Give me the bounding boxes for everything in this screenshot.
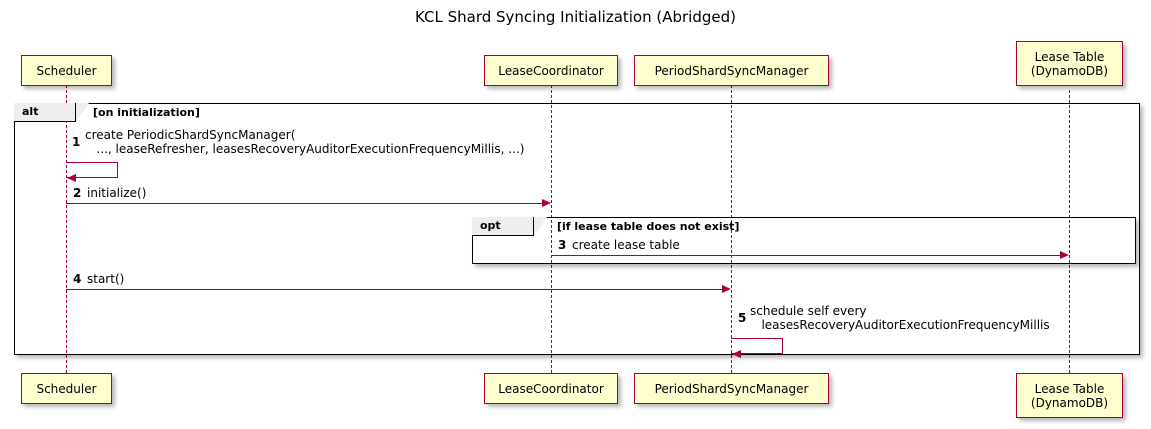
lifeline-period-shard-sync-manager: [731, 85, 732, 373]
message-2-line: [66, 203, 543, 204]
message-5-seq-number: 5: [738, 311, 747, 325]
message-2-text: initialize(): [87, 186, 147, 200]
fragment-opt: [472, 217, 1136, 264]
message-2-arrowhead: [542, 198, 551, 207]
participant-lease-table-top[interactable]: Lease Table (DynamoDB): [1016, 41, 1123, 86]
message-4-arrowhead: [722, 284, 731, 293]
lifeline-scheduler: [66, 85, 67, 373]
participant-label: LeaseCoordinator: [498, 63, 604, 78]
message-4-line: [66, 289, 723, 290]
participant-period-shard-sync-manager-top[interactable]: PeriodShardSyncManager: [634, 55, 829, 86]
message-5-self-loop: [731, 338, 783, 354]
fragment-opt-notch: [534, 217, 547, 236]
participant-scheduler-bottom[interactable]: Scheduler: [21, 373, 112, 404]
message-3-seq-number: 3: [558, 238, 567, 252]
participant-lease-table-bottom[interactable]: Lease Table (DynamoDB): [1016, 373, 1123, 418]
participant-label: PeriodShardSyncManager: [654, 63, 809, 78]
diagram-title: KCL Shard Syncing Initialization (Abridg…: [415, 8, 736, 26]
message-5-arrowhead: [732, 349, 741, 358]
message-1-self-loop: [66, 162, 118, 178]
message-1-text: create PeriodicShardSyncManager( ..., le…: [85, 128, 525, 156]
fragment-alt-guard: [on initialization]: [93, 106, 200, 119]
fragment-opt-keyword: opt: [472, 217, 534, 236]
message-3-text: create lease table: [572, 238, 680, 252]
participant-label: Lease Table (DynamoDB): [1030, 49, 1109, 78]
lifeline-lease-table: [1069, 90, 1070, 373]
message-5-text: schedule self every leasesRecoveryAudito…: [750, 304, 1050, 332]
participant-label: PeriodShardSyncManager: [654, 381, 809, 396]
message-4-text: start(): [87, 272, 125, 286]
participant-lease-coordinator-bottom[interactable]: LeaseCoordinator: [484, 373, 618, 404]
participant-lease-coordinator-top[interactable]: LeaseCoordinator: [484, 55, 618, 86]
message-1-seq-number: 1: [72, 135, 81, 149]
fragment-alt-notch: [76, 103, 89, 122]
message-4-seq-number: 4: [73, 272, 82, 286]
participant-label: Scheduler: [36, 63, 97, 78]
participant-label: Lease Table (DynamoDB): [1030, 381, 1109, 410]
participant-scheduler-top[interactable]: Scheduler: [21, 55, 112, 86]
fragment-alt-keyword: alt: [14, 103, 76, 122]
fragment-alt: [14, 103, 1140, 355]
message-2-seq-number: 2: [73, 186, 82, 200]
message-3-arrowhead: [1060, 250, 1069, 259]
participant-label: Scheduler: [36, 381, 97, 396]
message-1-arrowhead: [67, 173, 76, 182]
participant-period-shard-sync-manager-bottom[interactable]: PeriodShardSyncManager: [634, 373, 829, 404]
lifeline-lease-coordinator: [551, 85, 552, 373]
participant-label: LeaseCoordinator: [498, 381, 604, 396]
fragment-opt-guard: [if lease table does not exist]: [557, 220, 740, 233]
message-3-line: [551, 255, 1061, 256]
